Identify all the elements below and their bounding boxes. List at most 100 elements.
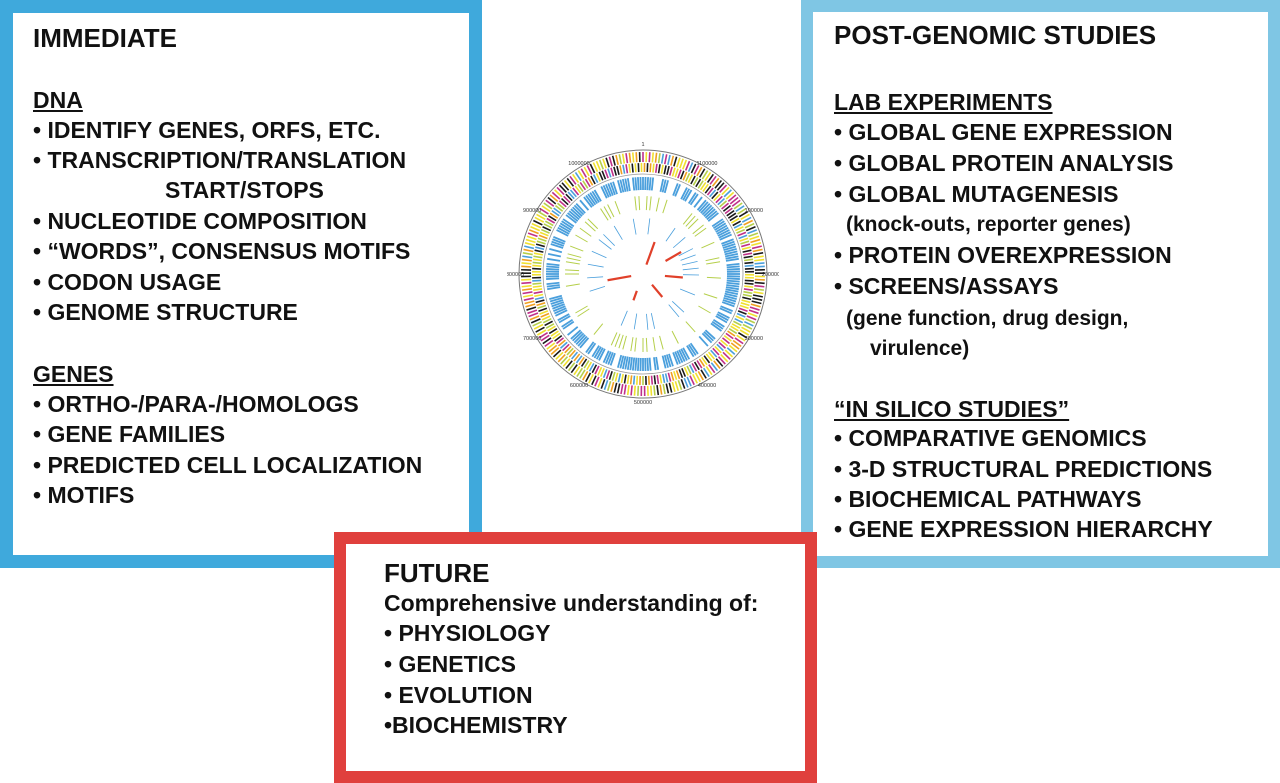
- gene-mark: [677, 169, 682, 179]
- gene-mark: [649, 163, 652, 173]
- gene-mark: [664, 373, 669, 383]
- gene-mark: [526, 306, 537, 311]
- gene-mark: [537, 237, 547, 242]
- green-track-mark: [565, 269, 580, 272]
- blue-track-mark: [546, 268, 560, 271]
- gene-mark: [754, 284, 765, 288]
- blue-track-mark: [579, 199, 590, 211]
- gene-mark: [568, 349, 576, 358]
- gene-mark: [704, 185, 712, 194]
- blue-track-mark: [621, 355, 627, 370]
- gene-mark: [582, 180, 589, 189]
- gene-mark: [613, 382, 618, 393]
- green-track-mark: [579, 227, 592, 237]
- green-track-mark: [614, 333, 621, 347]
- gene-mark: [611, 155, 616, 166]
- gene-mark: [743, 258, 754, 262]
- blue-track-mark: [546, 281, 560, 286]
- gene-mark: [622, 164, 626, 174]
- gene-mark: [616, 383, 621, 394]
- blue-track-mark: [551, 240, 565, 247]
- gene-mark: [561, 197, 569, 206]
- gene-mark: [535, 299, 545, 304]
- gene-mark: [650, 385, 653, 396]
- gene-mark: [542, 317, 552, 324]
- silico-item: • BIOCHEMICAL PATHWAYS: [834, 486, 1142, 512]
- gene-mark: [526, 235, 537, 241]
- blue-track-mark: [593, 189, 602, 202]
- gene-mark: [692, 373, 698, 384]
- blue-track-mark: [631, 357, 636, 371]
- lab-item: • SCREENS/ASSAYS: [834, 273, 1059, 299]
- green-track-mark: [630, 337, 634, 352]
- gene-mark: [710, 362, 719, 372]
- gene-mark: [528, 229, 539, 235]
- blue-track-mark: [682, 347, 691, 360]
- gene-mark: [743, 290, 753, 295]
- blue-track-mark: [619, 355, 625, 369]
- in-silico-heading: “IN SILICO STUDIES”: [834, 396, 1070, 422]
- gene-mark: [745, 225, 756, 232]
- gene-mark: [659, 374, 663, 384]
- lab-item: • GLOBAL GENE EXPRESSION: [834, 119, 1173, 145]
- blue-track-mark: [557, 226, 570, 235]
- blue-track-mark: [549, 294, 563, 300]
- gene-mark: [750, 238, 761, 244]
- gene-mark: [532, 285, 542, 288]
- gene-mark: [744, 320, 754, 327]
- gene-mark: [729, 196, 739, 205]
- gene-mark: [708, 364, 716, 374]
- gene-mark: [620, 373, 624, 384]
- genome-tick-label: 700000: [523, 336, 541, 342]
- gene-mark: [604, 169, 609, 179]
- gene-mark: [608, 156, 613, 167]
- blue-track-mark: [568, 210, 580, 221]
- gene-mark: [740, 240, 750, 245]
- blue-track-mark: [726, 262, 740, 267]
- gene-mark: [700, 369, 707, 379]
- gene-mark: [715, 358, 724, 367]
- gene-mark: [606, 380, 612, 392]
- blue-track-mark: [663, 180, 669, 194]
- gene-mark: [571, 351, 579, 360]
- gene-mark: [522, 255, 533, 259]
- dna-item: • CODON USAGE: [33, 269, 222, 295]
- gene-mark: [537, 210, 548, 218]
- gene-mark: [601, 170, 607, 180]
- gene-mark: [559, 341, 568, 349]
- blue-track-mark: [570, 208, 582, 219]
- red-track-mark: [645, 241, 656, 265]
- gene-mark: [742, 296, 752, 301]
- green-track-mark: [638, 196, 641, 211]
- green-track-mark: [694, 227, 707, 237]
- blue-track-mark: [712, 318, 725, 328]
- inner-blue-mark: [680, 254, 696, 261]
- blue-track-mark: [619, 179, 625, 193]
- gene-mark: [532, 320, 542, 327]
- green-track-mark: [682, 213, 693, 225]
- blue-track-mark: [689, 342, 699, 355]
- blue-track-mark: [550, 243, 564, 249]
- blue-track-mark: [718, 231, 731, 239]
- gene-mark: [545, 199, 555, 207]
- blue-track-mark: [547, 252, 562, 258]
- gene-mark: [737, 332, 748, 339]
- green-track-mark: [671, 330, 679, 344]
- gene-mark: [616, 165, 620, 176]
- red-track-mark: [632, 290, 638, 301]
- gene-mark: [598, 159, 604, 170]
- blue-track-mark: [663, 354, 669, 368]
- blue-track-mark: [703, 206, 714, 217]
- gene-mark: [539, 231, 549, 237]
- immediate-title: IMMEDIATE: [33, 23, 177, 53]
- gene-mark: [731, 323, 741, 329]
- gene-mark: [738, 210, 749, 218]
- gene-mark: [588, 362, 595, 372]
- inner-blue-mark: [587, 263, 604, 268]
- gene-mark: [552, 332, 561, 340]
- genome-tick-label: 900000: [523, 208, 541, 214]
- gene-mark: [550, 330, 559, 337]
- blue-track-mark: [585, 341, 595, 354]
- blue-track-mark: [546, 284, 560, 288]
- gene-mark: [541, 315, 551, 321]
